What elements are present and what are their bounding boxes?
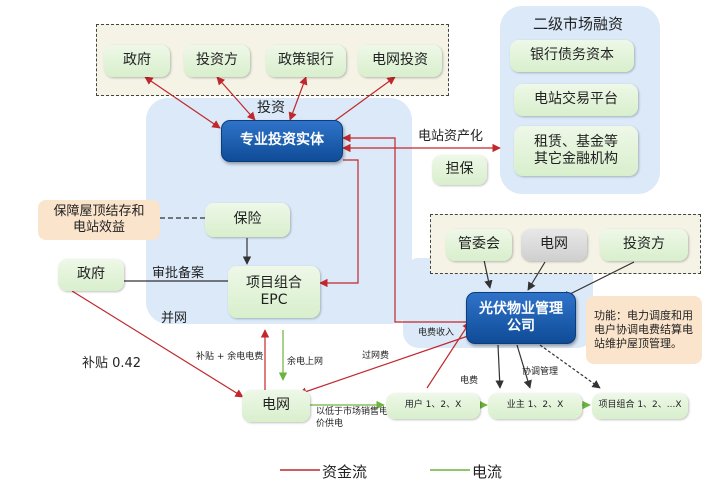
node-plant-trading-platform[interactable]: 电站交易平台: [514, 84, 638, 116]
node-government-left[interactable]: 政府: [58, 259, 124, 291]
node-government-top[interactable]: 政府: [104, 45, 170, 77]
invest-label: 投资: [257, 100, 285, 116]
node-roof-guarantee[interactable]: 保障屋顶结存和电站效益: [38, 200, 160, 240]
approval-label: 审批备案: [152, 266, 205, 281]
node-epc-portfolio[interactable]: 项目组合 EPC: [228, 266, 320, 318]
pv-mgmt-line2: 公司: [507, 318, 535, 334]
node-investor-top[interactable]: 投资方: [184, 45, 250, 77]
legend-money-label: 资金流: [322, 463, 368, 481]
label-below-market: 以低于市场销售电价供电: [316, 407, 389, 429]
secondary-market-title: 二级市场融资: [533, 15, 624, 33]
label-electricity-fee: 电费: [460, 376, 479, 386]
grid-connect-label: 并网: [161, 311, 188, 326]
label-fee-income: 电费收入: [418, 328, 455, 338]
epc-line2: EPC: [260, 292, 288, 308]
node-leasing-funds[interactable]: 租赁、基金等其它金融机构: [514, 126, 638, 176]
node-grid-investment[interactable]: 电网投资: [358, 45, 442, 77]
label-transit-fee: 过网费: [362, 351, 390, 361]
node-core-investment-entity[interactable]: 专业投资实体: [221, 120, 343, 162]
legend-power-label: 电流: [472, 463, 503, 481]
node-insurance[interactable]: 保险: [205, 203, 290, 237]
securitization-label: 电站资产化: [418, 129, 484, 144]
pv-mgmt-line1: 光伏物业管理: [479, 300, 563, 317]
label-surplus-to-grid: 余电上网: [287, 357, 324, 367]
node-guarantee[interactable]: 担保: [432, 155, 487, 185]
node-pv-property-management[interactable]: 光伏物业管理 公司: [466, 292, 576, 344]
node-policy-bank[interactable]: 政策银行: [266, 45, 346, 77]
node-grid-mgmt[interactable]: 电网: [521, 229, 587, 261]
node-investor-mgmt[interactable]: 投资方: [600, 229, 688, 261]
node-users[interactable]: 用户 1、2、X: [386, 393, 480, 419]
node-management-committee[interactable]: 管委会: [446, 229, 512, 261]
node-function-note[interactable]: 功能：电力调度和用电户协调电费结算电站维护屋顶管理。: [586, 296, 702, 364]
node-project-portfolios[interactable]: 项目组合 1、2、...X: [592, 393, 688, 419]
label-subsidy-surplus: 补贴 + 余电电费: [196, 352, 264, 362]
label-coordination: 协调管理: [522, 367, 559, 377]
node-bank-debt-capital[interactable]: 银行债务资本: [510, 40, 634, 72]
node-grid[interactable]: 电网: [242, 390, 310, 422]
epc-line1: 项目组合: [246, 274, 302, 291]
node-owners[interactable]: 业主 1、2、X: [488, 393, 582, 419]
subsidy-label: 补贴 0.42: [82, 356, 142, 371]
